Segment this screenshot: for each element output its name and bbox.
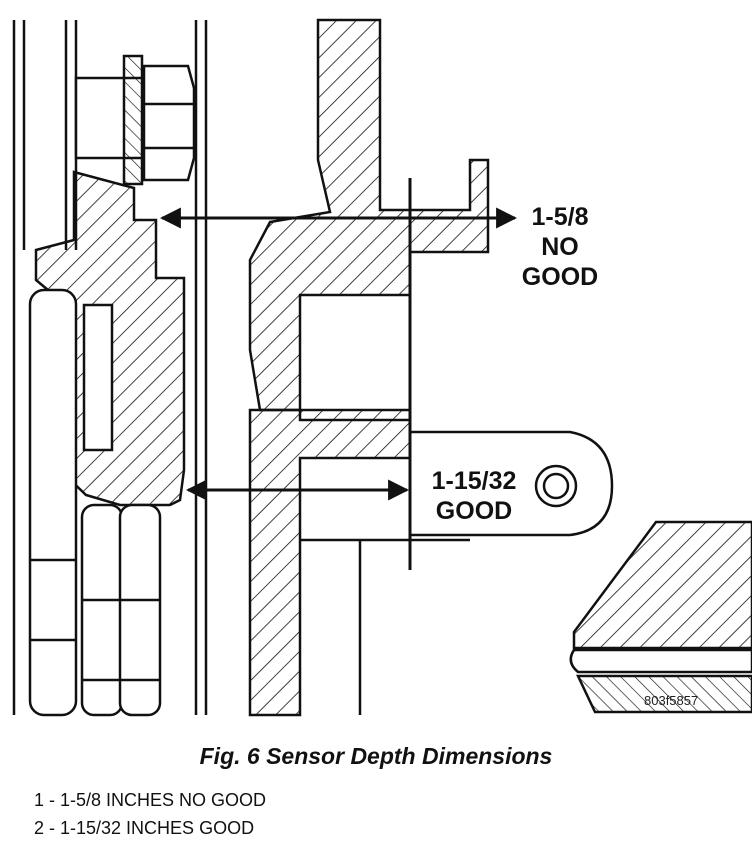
callout-line: GOOD: [435, 497, 513, 525]
legend-item: 2 - 1-15/32 INCHES GOOD: [34, 818, 255, 838]
callout-line: 1-15/32: [431, 467, 517, 495]
figure-title: Fig. 6 Sensor Depth Dimensions: [199, 743, 553, 769]
dimension-label-no-good: 1-5/8 NO GOOD: [500, 202, 620, 292]
sensor-depth-diagram: [12, 18, 752, 717]
timing-chain: [28, 288, 162, 717]
washer: [122, 54, 144, 186]
legend-item: 1 - 1-5/8 INCHES NO GOOD: [34, 790, 267, 810]
drawing-code: 803f5857: [644, 693, 699, 708]
callout-line: NO: [541, 233, 579, 261]
dimension-label-good: 1-15/32 GOOD: [414, 466, 534, 526]
sensor-bore: [298, 293, 412, 422]
mounting-tab: [408, 430, 614, 537]
housing-wall: [248, 408, 412, 717]
cover-section: [572, 520, 752, 650]
callout-line: GOOD: [521, 263, 599, 291]
tab-hole-inner: [542, 472, 570, 500]
tab-hole-outer: [534, 464, 578, 508]
callout-line: 1-5/8: [531, 203, 589, 231]
bolt-head: [142, 64, 196, 182]
